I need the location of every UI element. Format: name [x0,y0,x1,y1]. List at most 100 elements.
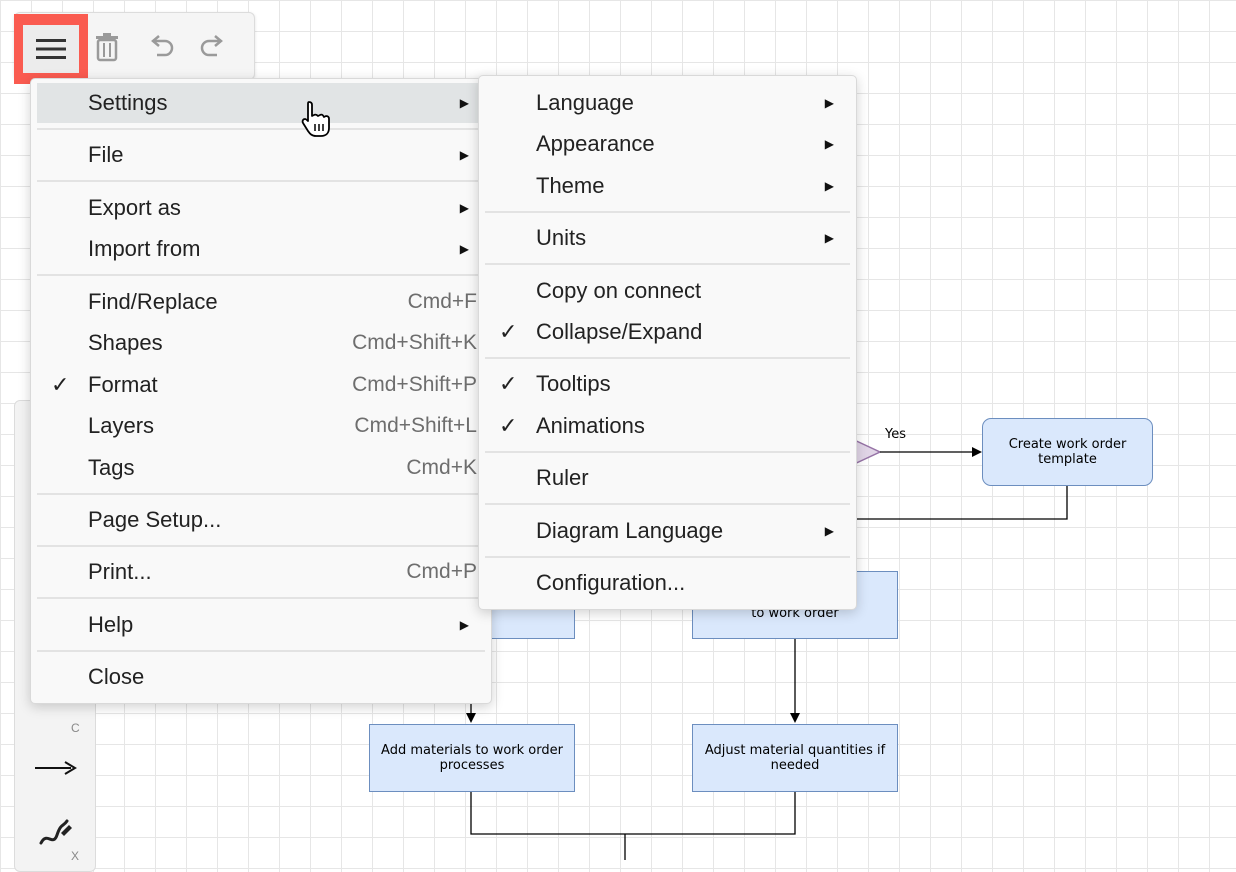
menu-item-shortcut: Cmd+P [406,560,477,583]
menu-item-format[interactable]: ✓ Format Cmd+Shift+P [37,365,485,405]
shortcut-hint-x: X [71,849,80,863]
menu-item-shapes[interactable]: Shapes Cmd+Shift+K [37,323,485,363]
node-add-materials[interactable]: Add materials to work order processes [369,724,575,792]
menu-item-label: Shapes [88,330,163,355]
menu-item-shortcut: Cmd+K [406,456,477,479]
menu-item-settings[interactable]: Settings ▶ [37,83,485,123]
trash-icon [96,33,118,62]
menu-item-shortcut: Cmd+Shift+L [354,414,477,437]
edge-right-down-arrowhead [790,713,800,723]
menu-separator [485,556,850,558]
menu-item-file[interactable]: File ▶ [37,135,485,175]
menu-item-help[interactable]: Help ▶ [37,605,485,645]
menu-item-close[interactable]: Close [37,657,485,697]
menu-separator [485,263,850,265]
submenu-arrow-icon: ▶ [824,96,834,110]
submenu-arrow-icon: ▶ [459,148,469,162]
submenu-arrow-icon: ▶ [824,137,834,151]
submenu-arrow-icon: ▶ [459,96,469,110]
menu-item-units[interactable]: Units ▶ [485,218,850,258]
menu-separator [37,274,485,276]
menu-item-label: Export as [88,195,181,220]
menu-item-label: Format [88,372,158,397]
menu-item-page-setup[interactable]: Page Setup... [37,500,485,540]
undo-button[interactable] [143,27,179,67]
submenu-arrow-icon: ▶ [459,242,469,256]
menu-item-layers[interactable]: Layers Cmd+Shift+L [37,406,485,446]
menu-item-label: Configuration... [536,570,686,595]
menu-item-find-replace[interactable]: Find/Replace Cmd+F [37,282,485,322]
delete-button[interactable] [89,27,125,67]
menu-item-label: Layers [88,413,155,438]
menu-item-label: Language [536,90,634,115]
menu-item-collapse-expand[interactable]: ✓ Collapse/Expand [485,312,850,352]
menu-separator [485,451,850,453]
menu-item-label: Find/Replace [88,289,218,314]
submenu-arrow-icon: ▶ [459,618,469,632]
menu-item-label: Units [536,225,587,250]
menu-item-theme[interactable]: Theme ▶ [485,166,850,206]
checkmark-icon: ✓ [499,371,518,396]
menu-item-ruler[interactable]: Ruler [485,458,850,498]
menu-separator [37,180,485,182]
menu-item-configuration[interactable]: Configuration... [485,563,850,603]
menu-separator [485,211,850,213]
edge-left-down-arrowhead [466,713,476,723]
menu-item-label: Appearance [536,131,655,156]
redo-icon [200,35,223,57]
node-adjust-quantities[interactable]: Adjust material quantities if needed [692,724,898,792]
menu-separator [37,128,485,130]
submenu-arrow-icon: ▶ [824,231,834,245]
menu-item-label: Theme [536,173,605,198]
menu-item-label: Close [88,664,145,689]
menu-button[interactable] [14,14,88,84]
menu-item-label: Print... [88,559,152,584]
menu-item-label: File [88,142,124,167]
menu-item-import-from[interactable]: Import from ▶ [37,229,485,269]
shortcut-hint-c: C [71,721,80,735]
settings-submenu: Language ▶ Appearance ▶ Theme ▶ Units ▶ … [478,75,857,610]
menu-item-label: Page Setup... [88,507,222,532]
menu-item-shortcut: Cmd+Shift+P [352,373,477,396]
menu-item-label: Help [88,612,134,637]
menu-item-label: Tooltips [536,371,611,396]
menu-item-label: Settings [88,90,168,115]
menu-item-label: Copy on connect [536,278,702,303]
checkmark-icon: ✓ [499,413,518,438]
menu-item-language[interactable]: Language ▶ [485,83,850,123]
menu-item-diagram-language[interactable]: Diagram Language ▶ [485,511,850,551]
menu-item-appearance[interactable]: Appearance ▶ [485,124,850,164]
submenu-arrow-icon: ▶ [824,179,834,193]
hamburger-icon [36,39,66,59]
freehand-draw-icon[interactable] [37,813,73,854]
menu-item-print[interactable]: Print... Cmd+P [37,552,485,592]
menu-item-animations[interactable]: ✓ Animations [485,406,850,446]
node-create-template[interactable]: Create work order template [982,418,1153,486]
menu-separator [37,650,485,652]
menu-item-export-as[interactable]: Export as ▶ [37,188,485,228]
menu-item-label: Animations [536,413,645,438]
edge-merge[interactable] [470,792,796,835]
menu-item-shortcut: Cmd+F [407,290,477,313]
menu-item-shortcut: Cmd+Shift+K [352,331,477,354]
menu-item-label: Tags [88,455,135,480]
undo-icon [151,35,174,57]
menu-item-label: Ruler [536,465,589,490]
menu-separator [485,357,850,359]
menu-item-label: Collapse/Expand [536,319,703,344]
menu-separator [37,597,485,599]
submenu-arrow-icon: ▶ [459,201,469,215]
main-menu: Settings ▶ File ▶ Export as ▶ Import fro… [30,78,492,704]
menu-item-tags[interactable]: Tags Cmd+K [37,448,485,488]
menu-item-copy-on-connect[interactable]: Copy on connect [485,271,850,311]
edge-template-return[interactable] [852,486,1068,520]
connector-arrow-icon[interactable] [33,757,79,784]
menu-separator [37,493,485,495]
menu-separator [37,545,485,547]
menu-item-tooltips[interactable]: ✓ Tooltips [485,364,850,404]
checkmark-icon: ✓ [51,372,70,397]
redo-button[interactable] [195,27,231,67]
menu-item-label: Diagram Language [536,518,724,543]
edge-label-yes: Yes [885,427,906,442]
edge-yes-arrowhead [972,447,982,457]
